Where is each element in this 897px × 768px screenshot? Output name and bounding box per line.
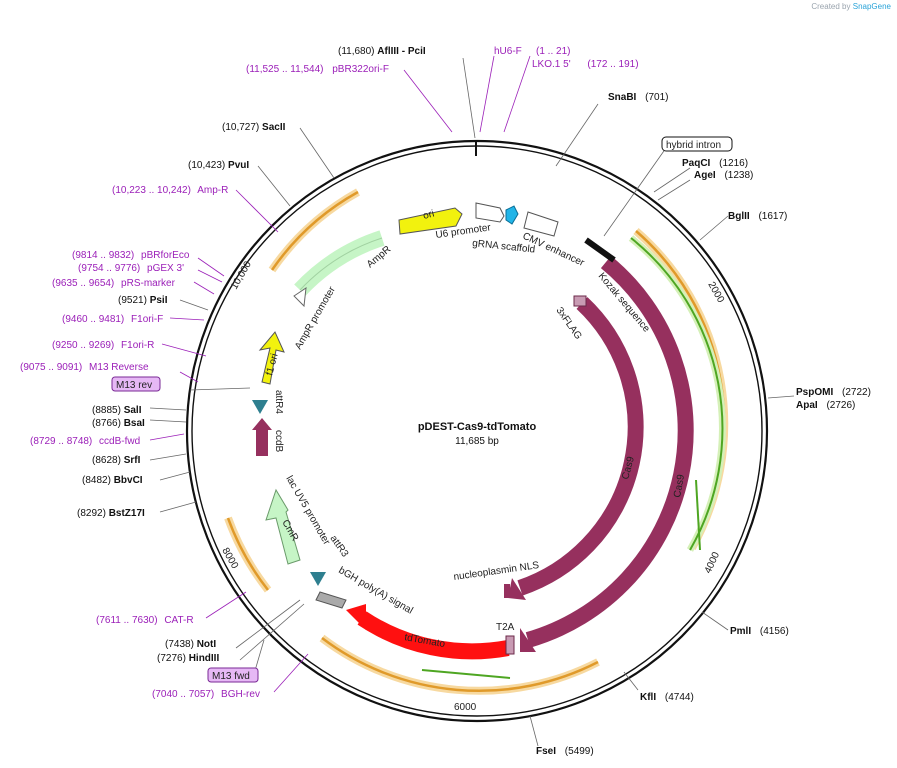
primer-cat-r: (7611 .. 7630) CAT-R [96, 615, 194, 626]
ori-arrow [398, 207, 463, 235]
cas9-outer-arrowhead [520, 628, 536, 652]
t2a-label: T2A [496, 622, 515, 633]
enzyme-snabi: SnaBI (701) [608, 92, 668, 103]
cas9-inner-arrowhead [508, 578, 526, 600]
f1-ori-arrow [258, 331, 285, 385]
attr3-label: attR3 [328, 533, 351, 559]
tick-2000: 2000 [705, 280, 726, 305]
bgh-box [315, 591, 347, 609]
enzyme-sali: (8885) SalI [92, 405, 142, 416]
tick-6000: 6000 [454, 702, 477, 713]
enzyme-bglii: BglII (1617) [728, 211, 787, 222]
plasmid-name: pDEST-Cas9-tdTomato [418, 421, 537, 433]
primer-bgh-rev: (7040 .. 7057) BGH-rev [152, 689, 260, 700]
enzyme-psii: (9521) PsiI [118, 295, 168, 306]
f1-ori-label: f1 ori [264, 352, 280, 376]
m13-rev-box [111, 376, 161, 392]
primer-pbrforeco: (9814 .. 9832) pBRforEco [72, 250, 190, 261]
enzyme-labels: (11,680) AflIII - PciI SnaBI (701) PaqCI… [77, 46, 871, 757]
cmr-arrow [265, 488, 301, 565]
enzyme-pmli: PmlI (4156) [730, 626, 789, 637]
primer-ccdb-fwd: (8729 .. 8748) ccdB-fwd [30, 436, 140, 447]
enzyme-afliii-pcii: (11,680) AflIII - PciI [338, 46, 426, 57]
bgh-label: bGH poly(A) signal [337, 565, 415, 616]
hybrid-intron-bar [584, 237, 616, 263]
outer-green-line [630, 237, 724, 551]
tdtomato-arc [357, 611, 510, 660]
cas9-inner-arc [517, 297, 644, 596]
primer-hu6-f: hU6-F [494, 46, 522, 57]
attr4-box [252, 400, 268, 414]
inner-green-line [695, 479, 701, 551]
tick-4000: 4000 [703, 550, 723, 575]
ampr-edge [299, 237, 383, 291]
primer-f1ori-r: (9250 .. 9269) F1ori-R [52, 340, 154, 351]
u6-arrow [475, 202, 505, 223]
snapgene-credit: Created by SnapGene [811, 2, 891, 11]
snapgene-logo-text: SnapGene [852, 2, 891, 11]
enzyme-kfli: KflI (4744) [640, 692, 694, 703]
enzyme-fsei: FseI (5499) [536, 746, 594, 757]
left-orange-line [226, 517, 269, 591]
primer-amp-r: (10,223 .. 10,242) Amp-R [112, 185, 228, 196]
enzyme-pspomi: PspOMI (2722) [796, 387, 871, 398]
cmv-box [523, 211, 559, 237]
enzyme-noti: (7438) NotI [165, 639, 216, 650]
hybrid-intron-label: hybrid intron [666, 140, 721, 151]
enzyme-agei: AgeI (1238) [694, 170, 753, 181]
flag-box [573, 295, 587, 307]
primer-m13-reverse: (9075 .. 9091) M13 Reverse [20, 362, 149, 373]
t2a-box [505, 635, 515, 655]
ccdb-label: ccdB [273, 430, 284, 453]
enzyme-bbvci: (8482) BbvCI [82, 475, 143, 486]
primer-lko1-5: LKO.1 5' (172 .. 191) [532, 59, 639, 70]
outer-feature-tracks [224, 188, 729, 695]
primer-labels: (11,525 .. 11,544) pBR322ori-F hU6-F (1 … [20, 46, 639, 700]
enzyme-pvui: (10,423) PvuI [188, 160, 249, 171]
ampr-arc [294, 230, 385, 296]
enzyme-paqci: PaqCI (1216) [682, 158, 748, 169]
primer-f1ori-f: (9460 .. 9481) F1ori-F [62, 314, 163, 325]
primer-pbr322ori-f: (11,525 .. 11,544) pBR322ori-F [246, 64, 389, 75]
primer-pgex3: (9754 .. 9776) pGEX 3' [78, 263, 184, 274]
enzyme-bstz17i: (8292) BstZ17I [77, 508, 145, 519]
cas9-outer-label: Cas9 [672, 473, 687, 498]
m13-fwd-label: M13 fwd [212, 671, 250, 682]
primer-prs-marker: (9635 .. 9654) pRS-marker [52, 278, 176, 289]
bottom-orange-line [321, 637, 599, 693]
m13-rev-label: M13 rev [116, 380, 152, 391]
credit-prefix: Created by [811, 2, 851, 11]
m13-fwd-box [207, 667, 259, 683]
ccdb-arrow [252, 418, 272, 456]
attr3-box [310, 572, 326, 586]
label-leaders [149, 57, 795, 747]
ampr-promoter-arrow [293, 286, 307, 308]
ori-label: ori [422, 208, 436, 222]
plasmid-length: 11,685 bp [455, 436, 499, 447]
grna-box [505, 205, 519, 225]
tdtomato-arrowhead [346, 604, 366, 630]
attr4-label: attR4 [273, 390, 284, 414]
enzyme-hindiii: (7276) HindIII [157, 653, 219, 664]
enzyme-srfi: (8628) SrfI [92, 455, 141, 466]
primer-leaders [149, 55, 531, 693]
primer-hu6-f-range: (1 .. 21) [536, 46, 570, 57]
enzyme-bsai: (8766) BsaI [92, 418, 145, 429]
enzyme-sacii: (10,727) SacII [222, 122, 286, 133]
enzyme-apai: ApaI (2726) [796, 400, 855, 411]
cas9-outer-arc [525, 255, 694, 648]
hybrid-intron-box [661, 136, 733, 152]
top-left-orange-line [270, 190, 359, 271]
nls-box [504, 584, 510, 598]
bottom-green-line [421, 669, 511, 679]
